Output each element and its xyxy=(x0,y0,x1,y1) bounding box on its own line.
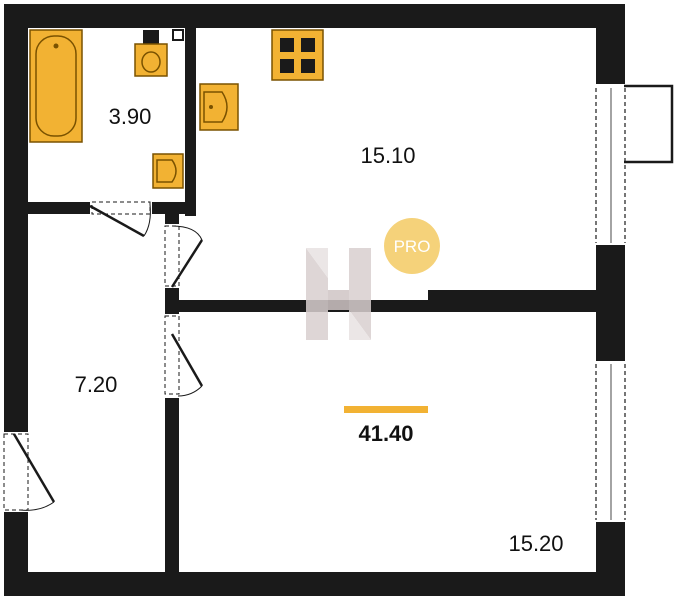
sink-icon-kitchen xyxy=(199,83,239,131)
vent-icon xyxy=(172,29,184,41)
window-living-room xyxy=(595,364,626,520)
window-kitchen xyxy=(595,88,626,243)
fixtures xyxy=(29,29,324,189)
total-area-label: 41.40 xyxy=(358,421,413,446)
watermark-logo-icon xyxy=(306,248,371,340)
sink-icon-bathroom xyxy=(152,153,184,189)
bathroom-area-label: 3.90 xyxy=(109,104,152,129)
bathtub-icon xyxy=(29,29,83,143)
kitchen-area-label: 15.10 xyxy=(360,143,415,168)
windows xyxy=(595,88,626,520)
toilet-icon xyxy=(134,30,168,77)
door-entrance xyxy=(3,433,56,511)
hallway-area-label: 7.20 xyxy=(75,372,118,397)
total-area-bar xyxy=(344,406,428,413)
living-room-area-label: 15.20 xyxy=(508,531,563,556)
door-living-room xyxy=(164,315,204,397)
balcony xyxy=(624,84,674,164)
door-kitchen xyxy=(164,225,204,288)
stove-icon xyxy=(271,29,324,81)
door-bathroom xyxy=(89,201,151,238)
inner-walls xyxy=(26,26,598,574)
pro-badge: PRO xyxy=(384,218,440,274)
outer-walls xyxy=(4,4,625,596)
svg-text:PRO: PRO xyxy=(394,237,431,256)
doors xyxy=(3,201,204,511)
